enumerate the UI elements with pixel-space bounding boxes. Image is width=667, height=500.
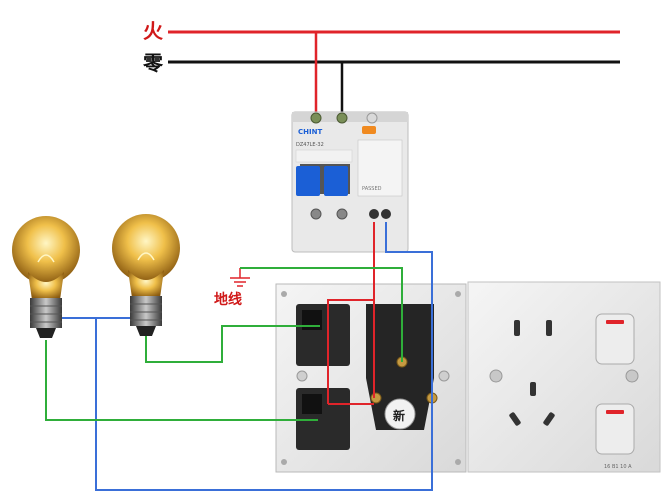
live-label: 火 [143,19,164,43]
breaker-toggle-2[interactable] [324,166,348,196]
light-bulb-left [12,216,80,338]
breaker-toggle-1[interactable] [296,166,320,196]
breaker-model: DZ47LE-32 [296,142,324,148]
two-pin-socket-right[interactable] [546,320,552,336]
socket-badge: 新 [393,408,405,423]
red-live-wire-to-switch [327,299,374,320]
plate-text: 16 B1 10 A [604,464,632,470]
breaker-top-terminal-1 [310,112,322,124]
green-ground-wire [240,267,403,362]
breaker-top-terminal-2 [336,112,348,124]
breaker-side-text: PASSED [362,186,382,192]
rocker-switch-bottom[interactable] [595,403,635,455]
two-pin-socket-left[interactable] [514,320,520,336]
light-bulb-right [112,214,180,336]
circuit-breaker: CHINT DZ47LE-32 PASSED [291,111,409,253]
neutral-label: 零 [142,51,164,75]
ground-label: 地线 [214,291,242,308]
breaker-top-terminal-3 [366,112,378,124]
breaker-brand: CHINT [298,128,322,136]
ground-symbol [230,268,250,287]
socket-faceplate: 16 B1 10 A [467,281,661,473]
green-switch-wire-bottom [45,340,318,421]
green-switch-wire-top [145,325,320,363]
rocker-switch-top[interactable] [595,313,635,365]
switch-junction-box: 新 [275,283,467,473]
three-pin-socket-right[interactable] [543,412,556,427]
three-pin-socket-top[interactable] [530,382,536,396]
three-pin-socket-left[interactable] [509,412,522,427]
